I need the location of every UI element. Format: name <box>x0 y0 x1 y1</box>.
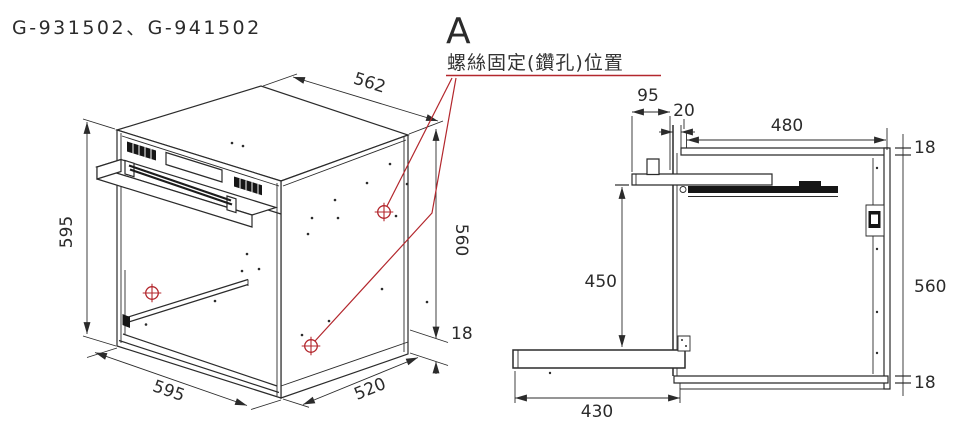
top-rail <box>680 147 889 156</box>
rail-end-cap <box>122 314 130 328</box>
base-rail <box>124 278 249 319</box>
drill-hole-icon <box>301 336 321 356</box>
dim-height-right: 560 18 <box>409 129 473 374</box>
latch-detail <box>865 204 885 237</box>
shelf-end <box>96 158 122 180</box>
callout-letter: A <box>446 11 471 52</box>
dim-board-length: 430 <box>514 371 681 422</box>
handle-bar <box>128 164 232 202</box>
callout-leader-line <box>386 77 453 207</box>
vent-grille-right-icon <box>234 176 262 196</box>
handle-post <box>646 158 660 176</box>
dim-label-plinth: 18 <box>451 324 473 344</box>
hinge-bracket <box>677 335 691 352</box>
drill-hole-marks <box>142 202 394 356</box>
dim-protrusion: 95 <box>631 86 671 172</box>
back-panel <box>883 147 891 390</box>
base-rail <box>126 283 249 324</box>
screw-dot <box>875 310 879 314</box>
top-front-edge <box>121 135 280 187</box>
dim-right-chain: 18 560 18 <box>895 134 946 396</box>
dim-label-bottom-depth: 520 <box>351 374 389 405</box>
screw-dot <box>144 323 148 326</box>
callout-a: A 螺絲固定(鑽孔)位置 <box>314 11 661 342</box>
model-number-title: G-931502、G-941502 <box>12 17 262 39</box>
dim-label-body-height: 560 <box>914 277 946 297</box>
display-window <box>165 151 223 183</box>
drill-hole-icon <box>374 202 394 222</box>
dim-label-height-right: 560 <box>451 224 471 256</box>
dim-label-flange-top: 18 <box>914 138 936 158</box>
drill-hole-icon <box>142 283 162 303</box>
handle-shelf <box>94 158 279 228</box>
pullout-board <box>512 349 686 369</box>
screw-dot <box>875 351 879 355</box>
vent-grille-left-icon <box>127 141 156 161</box>
dim-label-height-left: 595 <box>57 216 77 248</box>
screw-dot <box>875 166 879 170</box>
dim-label-top-length: 480 <box>771 116 803 136</box>
dim-label-front-width: 595 <box>150 376 187 406</box>
screw-dots <box>230 141 429 337</box>
dim-top-length: 480 <box>686 116 888 150</box>
callout-label: 螺絲固定(鑽孔)位置 <box>447 52 624 74</box>
vent-slits <box>132 143 152 159</box>
side-view: 95 20 480 18 560 18 <box>512 86 946 422</box>
dim-label-protrusion: 95 <box>637 86 659 106</box>
dim-label-flange-bottom: 18 <box>914 373 936 393</box>
handle-bar <box>129 168 233 206</box>
oven-base-runner <box>688 186 838 193</box>
dim-label-top-depth: 562 <box>351 69 388 98</box>
screw-dot <box>875 247 879 251</box>
vent-slits <box>239 178 259 194</box>
runner-notch <box>799 181 821 187</box>
mounting-shelf <box>631 173 773 186</box>
dim-clearance: 450 <box>585 184 629 347</box>
isometric-view: 595 562 560 18 595 520 <box>57 69 473 410</box>
callout-leader-line <box>314 77 457 342</box>
dim-front-gap: 20 <box>659 101 695 136</box>
handle-post-left <box>124 159 135 178</box>
cabinet-side-face <box>280 134 409 399</box>
dim-label-front-gap: 20 <box>673 101 695 121</box>
dim-label-board-length: 430 <box>581 402 613 422</box>
side-top-edge <box>282 139 407 187</box>
screw-dot <box>213 299 217 303</box>
bottom-rail <box>673 375 889 384</box>
screw-dot <box>240 269 244 273</box>
screw-dot <box>548 371 552 375</box>
dim-label-clearance: 450 <box>585 272 617 292</box>
roller-icon <box>679 186 687 193</box>
dim-height-left: 595 <box>57 118 117 347</box>
